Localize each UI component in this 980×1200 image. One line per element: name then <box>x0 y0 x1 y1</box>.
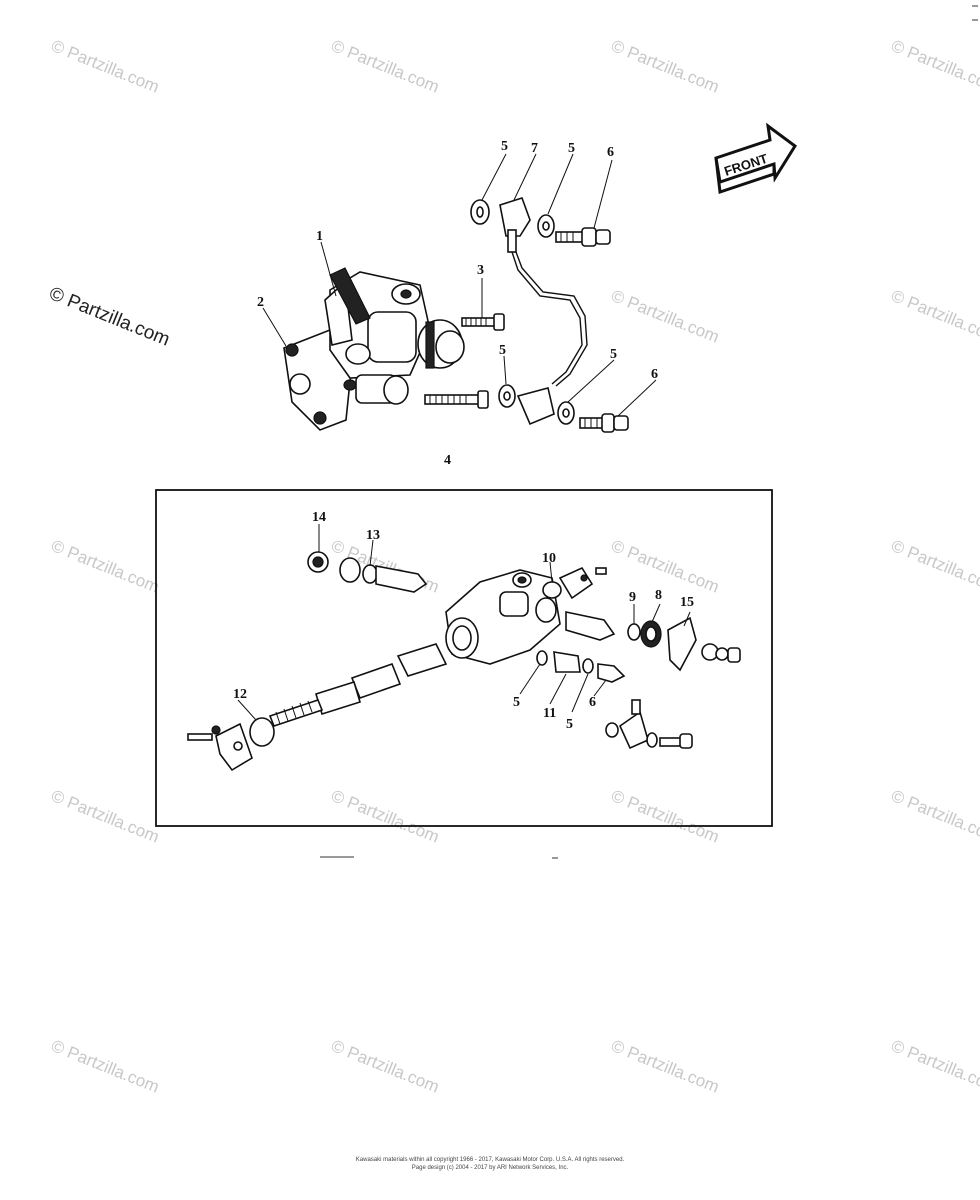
callout-15: 15 <box>680 595 694 610</box>
callout-10: 10 <box>542 551 556 566</box>
watermark: © Partzilla.com <box>329 1036 442 1097</box>
watermark: © Partzilla.com <box>329 36 442 97</box>
callout-1: 1 <box>316 229 323 244</box>
watermark: © Partzilla.com <box>609 36 722 97</box>
callout-5: 5 <box>513 695 520 710</box>
callout-9: 9 <box>629 590 636 605</box>
watermark-layer: © Partzilla.com © Partzilla.com © Partzi… <box>49 36 980 1097</box>
callout-6: 6 <box>589 695 596 710</box>
watermark: © Partzilla.com <box>609 286 722 347</box>
callout-3: 3 <box>477 263 484 278</box>
o-ring <box>362 564 378 584</box>
bolt-4 <box>424 390 489 409</box>
callouts: 1 2 3 4 5 7 5 6 5 5 6 14 13 10 9 8 15 12… <box>233 139 694 732</box>
watermark: © Partzilla.com <box>329 786 442 847</box>
washer <box>605 722 619 738</box>
footer-line-2: Page design (c) 2004 - 2017 by ARI Netwo… <box>411 1165 569 1171</box>
callout-13: 13 <box>366 528 380 543</box>
banjo-fitting-lower <box>516 387 555 426</box>
watermark: © Partzilla.com <box>889 536 980 597</box>
callout-4: 4 <box>444 453 451 468</box>
copyright-footer: Kawasaki materials within all copyright … <box>0 1156 980 1172</box>
callout-5: 5 <box>499 343 506 358</box>
watermark: © Partzilla.com <box>889 36 980 97</box>
front-direction-arrow: FRONT <box>714 122 798 195</box>
callout-11: 11 <box>543 706 556 721</box>
gasket <box>249 717 275 747</box>
callout-5: 5 <box>568 141 575 156</box>
leader-lines <box>237 153 691 721</box>
exploded-view-parts <box>187 551 741 772</box>
watermark-dark: © Partzilla.com <box>46 283 173 350</box>
oil-pipe-assembly <box>470 197 629 433</box>
upper-oil-pump-assembly <box>283 267 465 431</box>
callout-7: 7 <box>531 141 538 156</box>
bolt-3 <box>461 313 505 331</box>
watermark: © Partzilla.com <box>609 786 722 847</box>
banjo-fitting-upper <box>499 197 531 237</box>
callout-6: 6 <box>651 367 658 382</box>
watermark: © Partzilla.com <box>889 1036 980 1097</box>
callout-14: 14 <box>312 510 326 525</box>
callout-8: 8 <box>655 588 662 603</box>
check-valve <box>553 651 581 673</box>
watermark: © Partzilla.com <box>889 786 980 847</box>
footer-line-1: Kawasaki materials within all copyright … <box>355 1157 625 1163</box>
watermark: © Partzilla.com <box>49 536 162 597</box>
watermark: © Partzilla.com <box>889 286 980 347</box>
watermark: © Partzilla.com <box>49 1036 162 1097</box>
washer <box>646 732 658 748</box>
watermark: © Partzilla.com <box>49 36 162 97</box>
watermark: © Partzilla.com <box>609 536 722 597</box>
watermark: © Partzilla.com <box>609 1036 722 1097</box>
o-ring <box>627 623 641 641</box>
watermark: © Partzilla.com <box>49 786 162 847</box>
callout-5: 5 <box>501 139 508 154</box>
cam-plate <box>667 616 697 672</box>
callout-12: 12 <box>233 687 247 702</box>
callout-2: 2 <box>257 295 264 310</box>
o-ring <box>542 581 562 599</box>
callout-6: 6 <box>607 145 614 160</box>
callout-5: 5 <box>610 347 617 362</box>
exploded-view-frame <box>155 489 773 827</box>
callout-5: 5 <box>566 717 573 732</box>
